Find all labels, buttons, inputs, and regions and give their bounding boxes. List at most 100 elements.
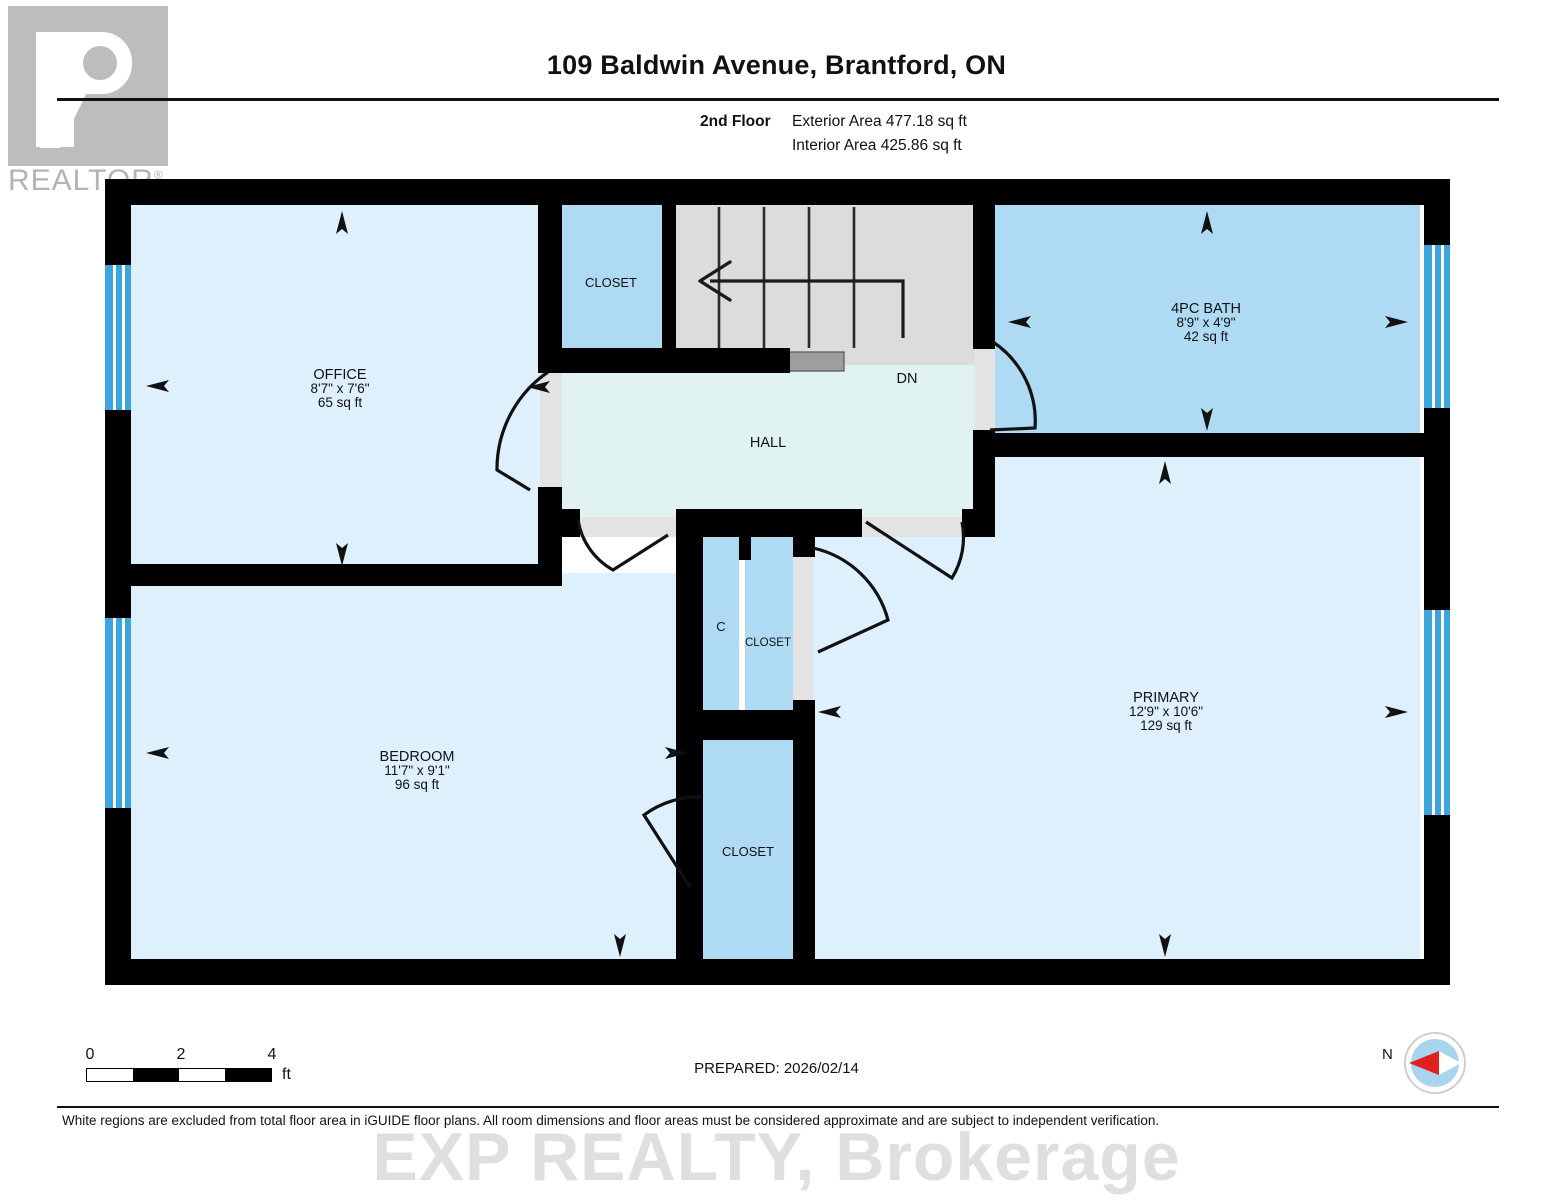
wall-hall-bottom-left-stub — [560, 509, 580, 537]
scale-bar-ticks: 0 2 4 — [86, 1046, 296, 1066]
scale-bar: 0 2 4 ft — [86, 1046, 296, 1098]
scale-bar-unit: ft — [282, 1066, 291, 1083]
scale-tick-2: 2 — [176, 1046, 186, 1063]
stair-treads — [717, 207, 856, 348]
dim-arrow-primary-up — [1159, 461, 1171, 484]
window-right-lower — [1424, 610, 1450, 815]
window-right-lower-mullion-2 — [1441, 610, 1444, 815]
stair-direction-line — [710, 279, 905, 338]
wall-closet-bottom — [538, 348, 674, 373]
closet-label-bedroom: CLOSET — [722, 844, 774, 859]
room-label-bath-area: 42 sq ft — [1184, 329, 1229, 344]
room-label-primary-area: 129 sq ft — [1140, 718, 1192, 733]
stairwell-fill — [674, 205, 975, 365]
wall-bath-left-stub — [973, 179, 995, 205]
door-swing-bedroom-closet — [641, 795, 703, 888]
door-swing-center-closet — [812, 546, 890, 654]
wall-center-closet-divider — [739, 528, 751, 560]
wall-exterior-top — [105, 179, 1450, 205]
stairs-direction-label: DN — [897, 371, 918, 387]
dim-arrow-office-up — [336, 211, 348, 234]
room-fill-office — [131, 205, 554, 573]
dim-arrow-hall-left — [527, 381, 550, 393]
window-left-upper-mullion-2 — [122, 265, 125, 410]
room-label-bedroom-name: BEDROOM — [380, 749, 455, 765]
prepared-date: PREPARED: 2026/02/14 — [694, 1060, 859, 1077]
window-left-lower — [105, 618, 131, 808]
door-gap-primary-hall — [862, 517, 975, 537]
room-label-bath-dims: 8'9" x 4'9" — [1176, 315, 1235, 330]
dim-arrow-bedroom-down — [614, 934, 626, 957]
dim-arrow-primary-left — [818, 706, 841, 718]
disclaimer-text: White regions are excluded from total fl… — [62, 1113, 1160, 1128]
door-swings — [495, 340, 1037, 888]
window-right-lower-mullion-1 — [1432, 610, 1435, 815]
realtor-logo-square — [8, 6, 168, 166]
dim-arrow-office-left — [146, 380, 169, 392]
footer-divider — [57, 1106, 1499, 1108]
compass-icon — [1404, 1032, 1466, 1094]
wall-center-closet-right-upper — [793, 509, 815, 557]
room-label-primary-name: PRIMARY — [1133, 690, 1199, 706]
stair-landing — [787, 351, 845, 372]
closet-fill-bedroom — [703, 740, 793, 985]
wall-stair-left — [662, 179, 676, 373]
scale-tick-0: 0 — [85, 1046, 95, 1063]
room-label-office-area: 65 sq ft — [318, 395, 363, 410]
room-fill-hall — [560, 365, 975, 517]
interior-area: Interior Area 425.86 sq ft — [792, 137, 962, 154]
floor-plan-svg: OFFICE 8'7" x 7'6" 65 sq ft BEDROOM 11'7… — [105, 179, 1450, 985]
closet-label-center-c: C — [716, 619, 725, 634]
realtor-logo: REALTOR® — [8, 6, 174, 206]
window-left-lower-mullion-1 — [113, 618, 116, 808]
closet-fill-center — [745, 535, 793, 721]
dim-arrow-bath-down — [1201, 408, 1213, 431]
brokerage-watermark: EXP REALTY, Brokerage — [372, 1119, 1181, 1195]
wall-center-closet-bottom — [676, 710, 815, 740]
floor-label: 2nd Floor — [700, 113, 771, 130]
compass-needle-north — [1409, 1051, 1439, 1075]
floor-plan-drawing: OFFICE 8'7" x 7'6" 65 sq ft BEDROOM 11'7… — [105, 179, 1450, 985]
room-labels: OFFICE 8'7" x 7'6" 65 sq ft BEDROOM 11'7… — [310, 275, 1240, 859]
window-left-upper-mullion-1 — [113, 265, 116, 410]
interior-area-row: Interior Area 425.86 sq ft — [792, 134, 1200, 158]
wall-hall-bottom-right-stub — [962, 509, 995, 537]
door-swing-bath — [989, 340, 1037, 432]
wall-office-closet-vertical — [538, 179, 562, 373]
dim-arrow-bath-right — [1385, 316, 1408, 328]
stair-direction-arrow — [698, 260, 732, 302]
wall-bath-bottom — [993, 433, 1450, 457]
room-fill-bedroom — [131, 573, 686, 985]
wall-hall-bottom-center — [676, 509, 862, 537]
wall-stair-bottom — [662, 348, 790, 373]
wall-office-bedroom-divider — [131, 564, 562, 586]
door-gap-center-closet — [793, 545, 813, 721]
room-label-bedroom-dims: 11'7" x 9'1" — [384, 763, 450, 778]
page-title: 109 Baldwin Avenue, Brantford, ON — [546, 50, 1007, 80]
compass-north-label: N — [1382, 1046, 1393, 1063]
closet-fill-office — [562, 205, 662, 360]
door-gap-bath — [975, 340, 995, 440]
window-right-upper — [1424, 245, 1450, 408]
closet-fill-center-c — [703, 528, 739, 714]
dim-arrow-office-down — [336, 543, 348, 566]
room-label-bedroom-area: 96 sq ft — [395, 777, 440, 792]
room-label-bath-name: 4PC BATH — [1171, 301, 1241, 317]
realtor-logo-r-counter — [83, 46, 117, 80]
window-right-upper-mullion-1 — [1432, 245, 1435, 408]
wall-exterior-bottom — [105, 959, 1450, 985]
dim-arrow-bath-up — [1201, 211, 1213, 234]
door-swing-office — [495, 370, 549, 492]
room-label-hall-name: HALL — [750, 435, 786, 451]
dim-arrow-primary-right — [1385, 706, 1408, 718]
room-label-office-dims: 8'7" x 7'6" — [310, 381, 369, 396]
closet-label-center: CLOSET — [745, 637, 791, 649]
closet-label-office: CLOSET — [585, 275, 637, 290]
compass-needle-south — [1439, 1051, 1461, 1075]
door-swing-primary-hall — [865, 520, 966, 581]
wall-center-closet-left — [676, 509, 703, 729]
room-label-primary-dims: 12'9" x 10'6" — [1129, 704, 1203, 719]
wall-center-closet-right-lower — [793, 700, 815, 985]
title-divider — [57, 98, 1499, 101]
